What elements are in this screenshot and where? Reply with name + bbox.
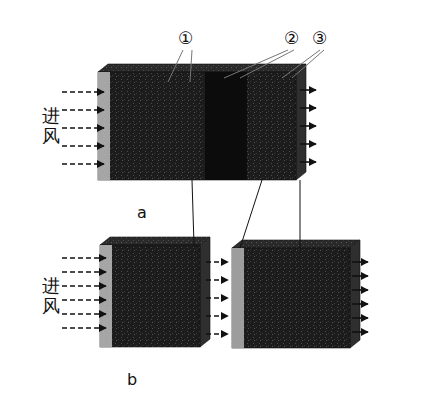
figure-label: a bbox=[137, 205, 147, 221]
airflow-arrow bbox=[62, 327, 106, 329]
correspondence-line bbox=[240, 180, 262, 248]
heat-exchanger-a bbox=[98, 64, 306, 180]
airflow-arrow bbox=[62, 313, 106, 315]
airflow-arrow bbox=[206, 333, 228, 335]
leader-line bbox=[282, 50, 320, 78]
airflow-arrow bbox=[352, 331, 368, 333]
airflow-arrow bbox=[62, 299, 106, 301]
section-band bbox=[205, 72, 247, 180]
callout-number: ① bbox=[178, 30, 193, 47]
leader-line bbox=[224, 50, 288, 78]
leader-line bbox=[190, 50, 192, 82]
callout-number: ③ bbox=[312, 30, 327, 47]
airflow-arrow bbox=[300, 89, 316, 91]
airflow-arrow bbox=[62, 109, 104, 111]
airflow-arrow bbox=[62, 145, 104, 147]
leader-line bbox=[292, 50, 324, 78]
airflow-arrow bbox=[206, 315, 228, 317]
airflow-arrow bbox=[352, 289, 368, 291]
airflow-arrow bbox=[352, 303, 368, 305]
airflow-arrow bbox=[300, 107, 316, 109]
airflow-arrow bbox=[62, 285, 106, 287]
airflow-arrow bbox=[62, 127, 104, 129]
airflow-arrow bbox=[352, 317, 368, 319]
leader-line bbox=[168, 50, 183, 82]
airflow-arrow bbox=[206, 297, 228, 299]
inlet-label: 进风 bbox=[42, 276, 60, 316]
correspondence-line bbox=[192, 180, 194, 245]
airflow-arrow bbox=[62, 163, 104, 165]
callout-number: ② bbox=[284, 30, 299, 47]
airflow-arrow bbox=[62, 257, 106, 259]
leader-line bbox=[240, 50, 294, 78]
airflow-arrow bbox=[206, 261, 228, 263]
inlet-label: 进风 bbox=[42, 106, 60, 146]
airflow-arrow bbox=[352, 261, 368, 263]
heat-exchanger-b1 bbox=[100, 237, 210, 347]
airflow-arrow bbox=[300, 161, 316, 163]
heat-exchanger-b2 bbox=[232, 240, 360, 348]
airflow-arrow bbox=[300, 125, 316, 127]
correspondence-line bbox=[300, 180, 301, 248]
figure-label: b bbox=[127, 372, 137, 388]
airflow-arrow bbox=[206, 279, 228, 281]
airflow-arrow bbox=[300, 143, 316, 145]
airflow-arrow bbox=[62, 91, 104, 93]
airflow-arrow bbox=[62, 271, 106, 273]
airflow-arrow bbox=[352, 275, 368, 277]
